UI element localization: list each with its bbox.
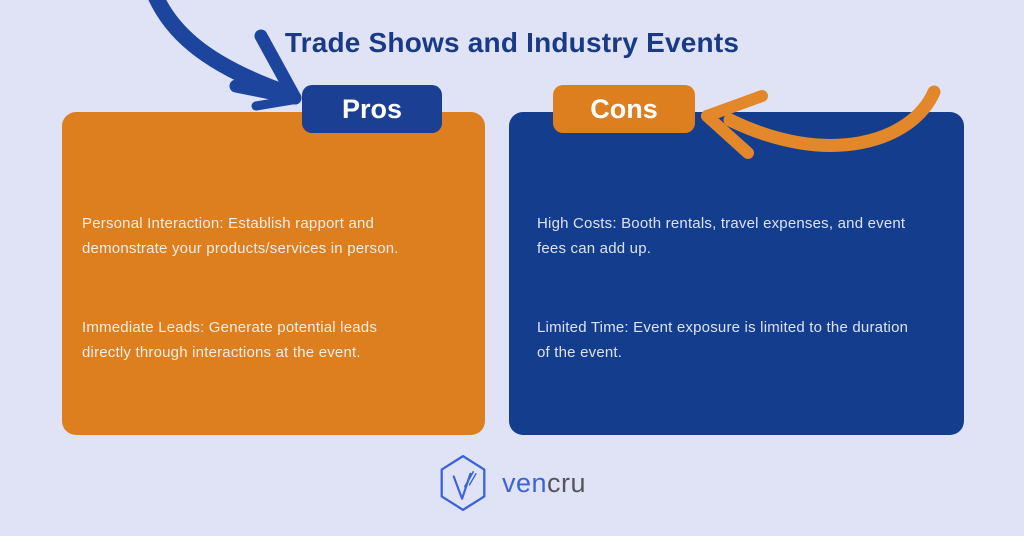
pros-label-badge: Pros [302,85,442,133]
cons-label-badge: Cons [553,85,695,133]
pros-item: Immediate Leads: Generate potential lead… [82,319,378,361]
cons-label: Cons [590,93,658,124]
cons-item: High Costs: Booth rentals, travel expens… [537,215,906,257]
brand-wordmark: vencru [502,452,586,514]
page-title: Trade Shows and Industry Events [284,27,740,58]
brand-footer: vencru [0,452,1024,514]
vencru-hexagon-logo-icon [440,454,486,512]
pros-label: Pros [341,93,403,124]
brand-wordmark-cru: cru [547,468,587,498]
pros-item: Personal Interaction: Establish rapport … [82,215,399,257]
pros-box: Personal Interaction: Establish rapport … [62,112,485,435]
cons-box: High Costs: Booth rentals, travel expens… [509,112,964,435]
brand-wordmark-ven: ven [501,468,548,498]
arrow-to-pros-icon [148,0,302,111]
cons-item: Limited Time: Event exposure is limited … [537,319,909,361]
